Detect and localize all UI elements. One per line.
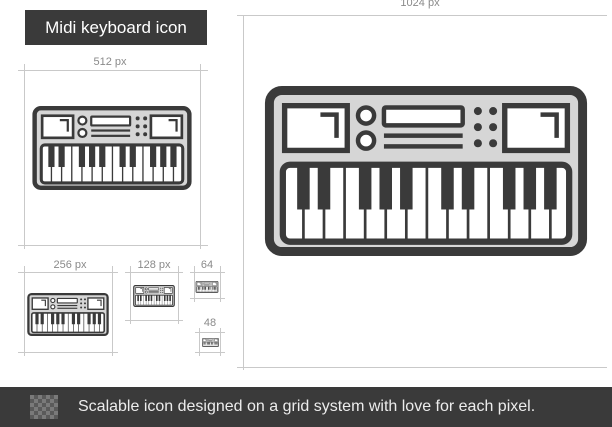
guide-line [190,272,225,273]
guide-line [195,332,225,333]
guide-line [237,367,607,368]
guide-line [18,70,208,71]
guide-line [237,15,607,16]
guide-line [18,245,208,246]
guide-line [130,266,131,324]
keyboard-icon-64 [195,281,219,293]
keyboard-icon-512 [24,106,200,190]
guide-line [220,328,221,356]
guide-line [18,352,118,353]
size-label-128: 128 px [137,259,171,271]
guide-line [24,266,25,356]
size-label-256: 256 px [53,259,87,271]
guide-line [112,266,113,356]
guide-line [18,272,118,273]
guide-line [243,15,244,370]
keyboard-icon-48 [202,338,219,347]
footer-bar: Scalable icon designed on a grid system … [0,387,612,427]
guide-line [125,320,183,321]
size-label-512: 512 px [93,56,127,68]
guide-line [194,266,195,302]
guide-line [190,298,225,299]
keyboard-icon-1024 [245,86,607,256]
keyboard-icon-128 [132,285,176,307]
guide-line [178,266,179,324]
size-label-64: 64 [200,259,214,271]
page-title: Midi keyboard icon [45,18,187,37]
guide-line [200,64,201,249]
guide-line [199,328,200,356]
title-banner: Midi keyboard icon [25,10,207,45]
guide-line [195,352,225,353]
size-label-1024: 1024 px [400,0,440,9]
guide-line [220,266,221,302]
keyboard-icon-256 [24,293,112,336]
pixel-grid-icon [30,395,58,419]
size-label-48: 48 [203,317,217,329]
footer-caption: Scalable icon designed on a grid system … [78,398,536,415]
guide-line [24,64,25,249]
guide-line [125,272,183,273]
